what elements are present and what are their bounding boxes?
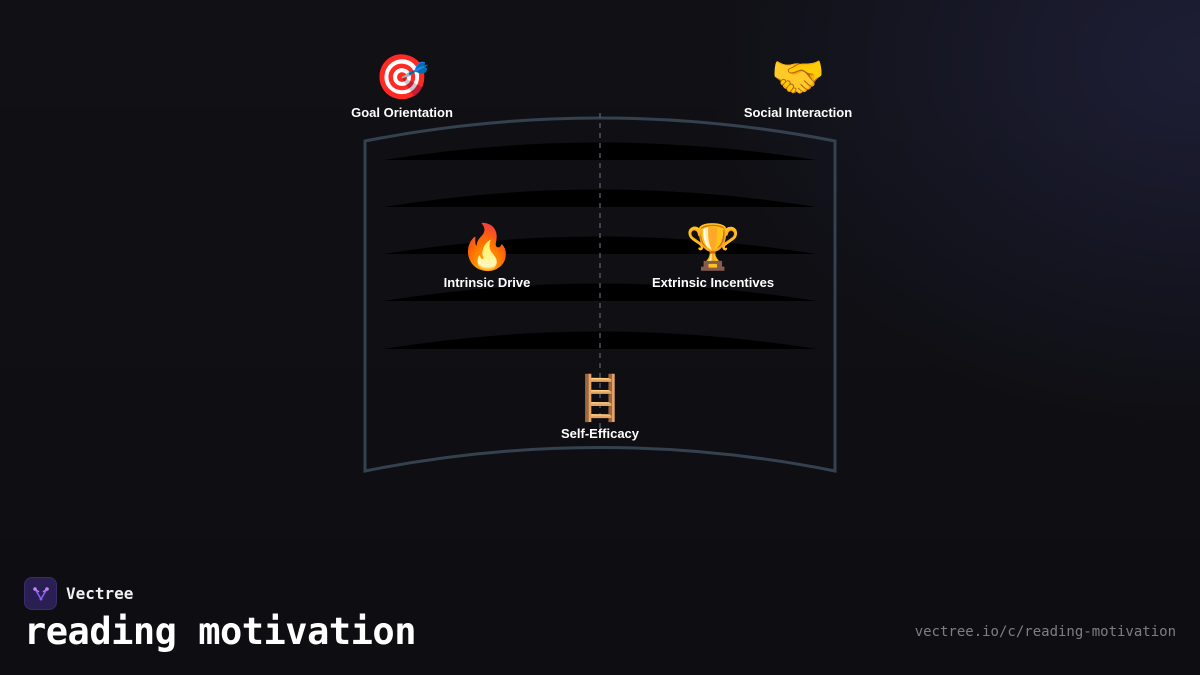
- page-url[interactable]: vectree.io/c/reading-motivation: [914, 624, 1176, 640]
- node-intrinsic-drive: 🔥 Intrinsic Drive: [444, 222, 531, 290]
- page-curve: [384, 283, 816, 301]
- node-label: Extrinsic Incentives: [651, 275, 775, 290]
- trophy-icon: 🏆: [685, 223, 741, 272]
- fire-icon: 🔥: [459, 223, 515, 272]
- brand-name: Vectree: [66, 584, 134, 603]
- node-label: Goal Orientation: [351, 105, 453, 120]
- node-goal-orientation: 🎯 Goal Orientation: [351, 52, 453, 120]
- handshake-icon: 🤝: [770, 53, 826, 102]
- node-self-efficacy: 🪜 Self-Efficacy: [561, 373, 639, 441]
- node-social-interaction: 🤝 Social Interaction: [744, 52, 852, 120]
- page-curve: [384, 189, 816, 207]
- node-label: Intrinsic Drive: [443, 275, 531, 290]
- book-outline: [363, 116, 837, 473]
- page-title: reading motivation: [24, 610, 416, 653]
- brand: Vectree: [24, 577, 133, 610]
- target-icon: 🎯: [374, 53, 430, 102]
- node-label: Social Interaction: [743, 105, 853, 120]
- node-extrinsic-incentives: 🏆 Extrinsic Incentives: [652, 222, 774, 290]
- page-curve: [384, 142, 816, 160]
- page-curve: [384, 331, 816, 349]
- vectree-logo-icon: [24, 577, 57, 610]
- node-label: Self-Efficacy: [560, 426, 640, 441]
- ladder-icon: 🪜: [572, 374, 628, 423]
